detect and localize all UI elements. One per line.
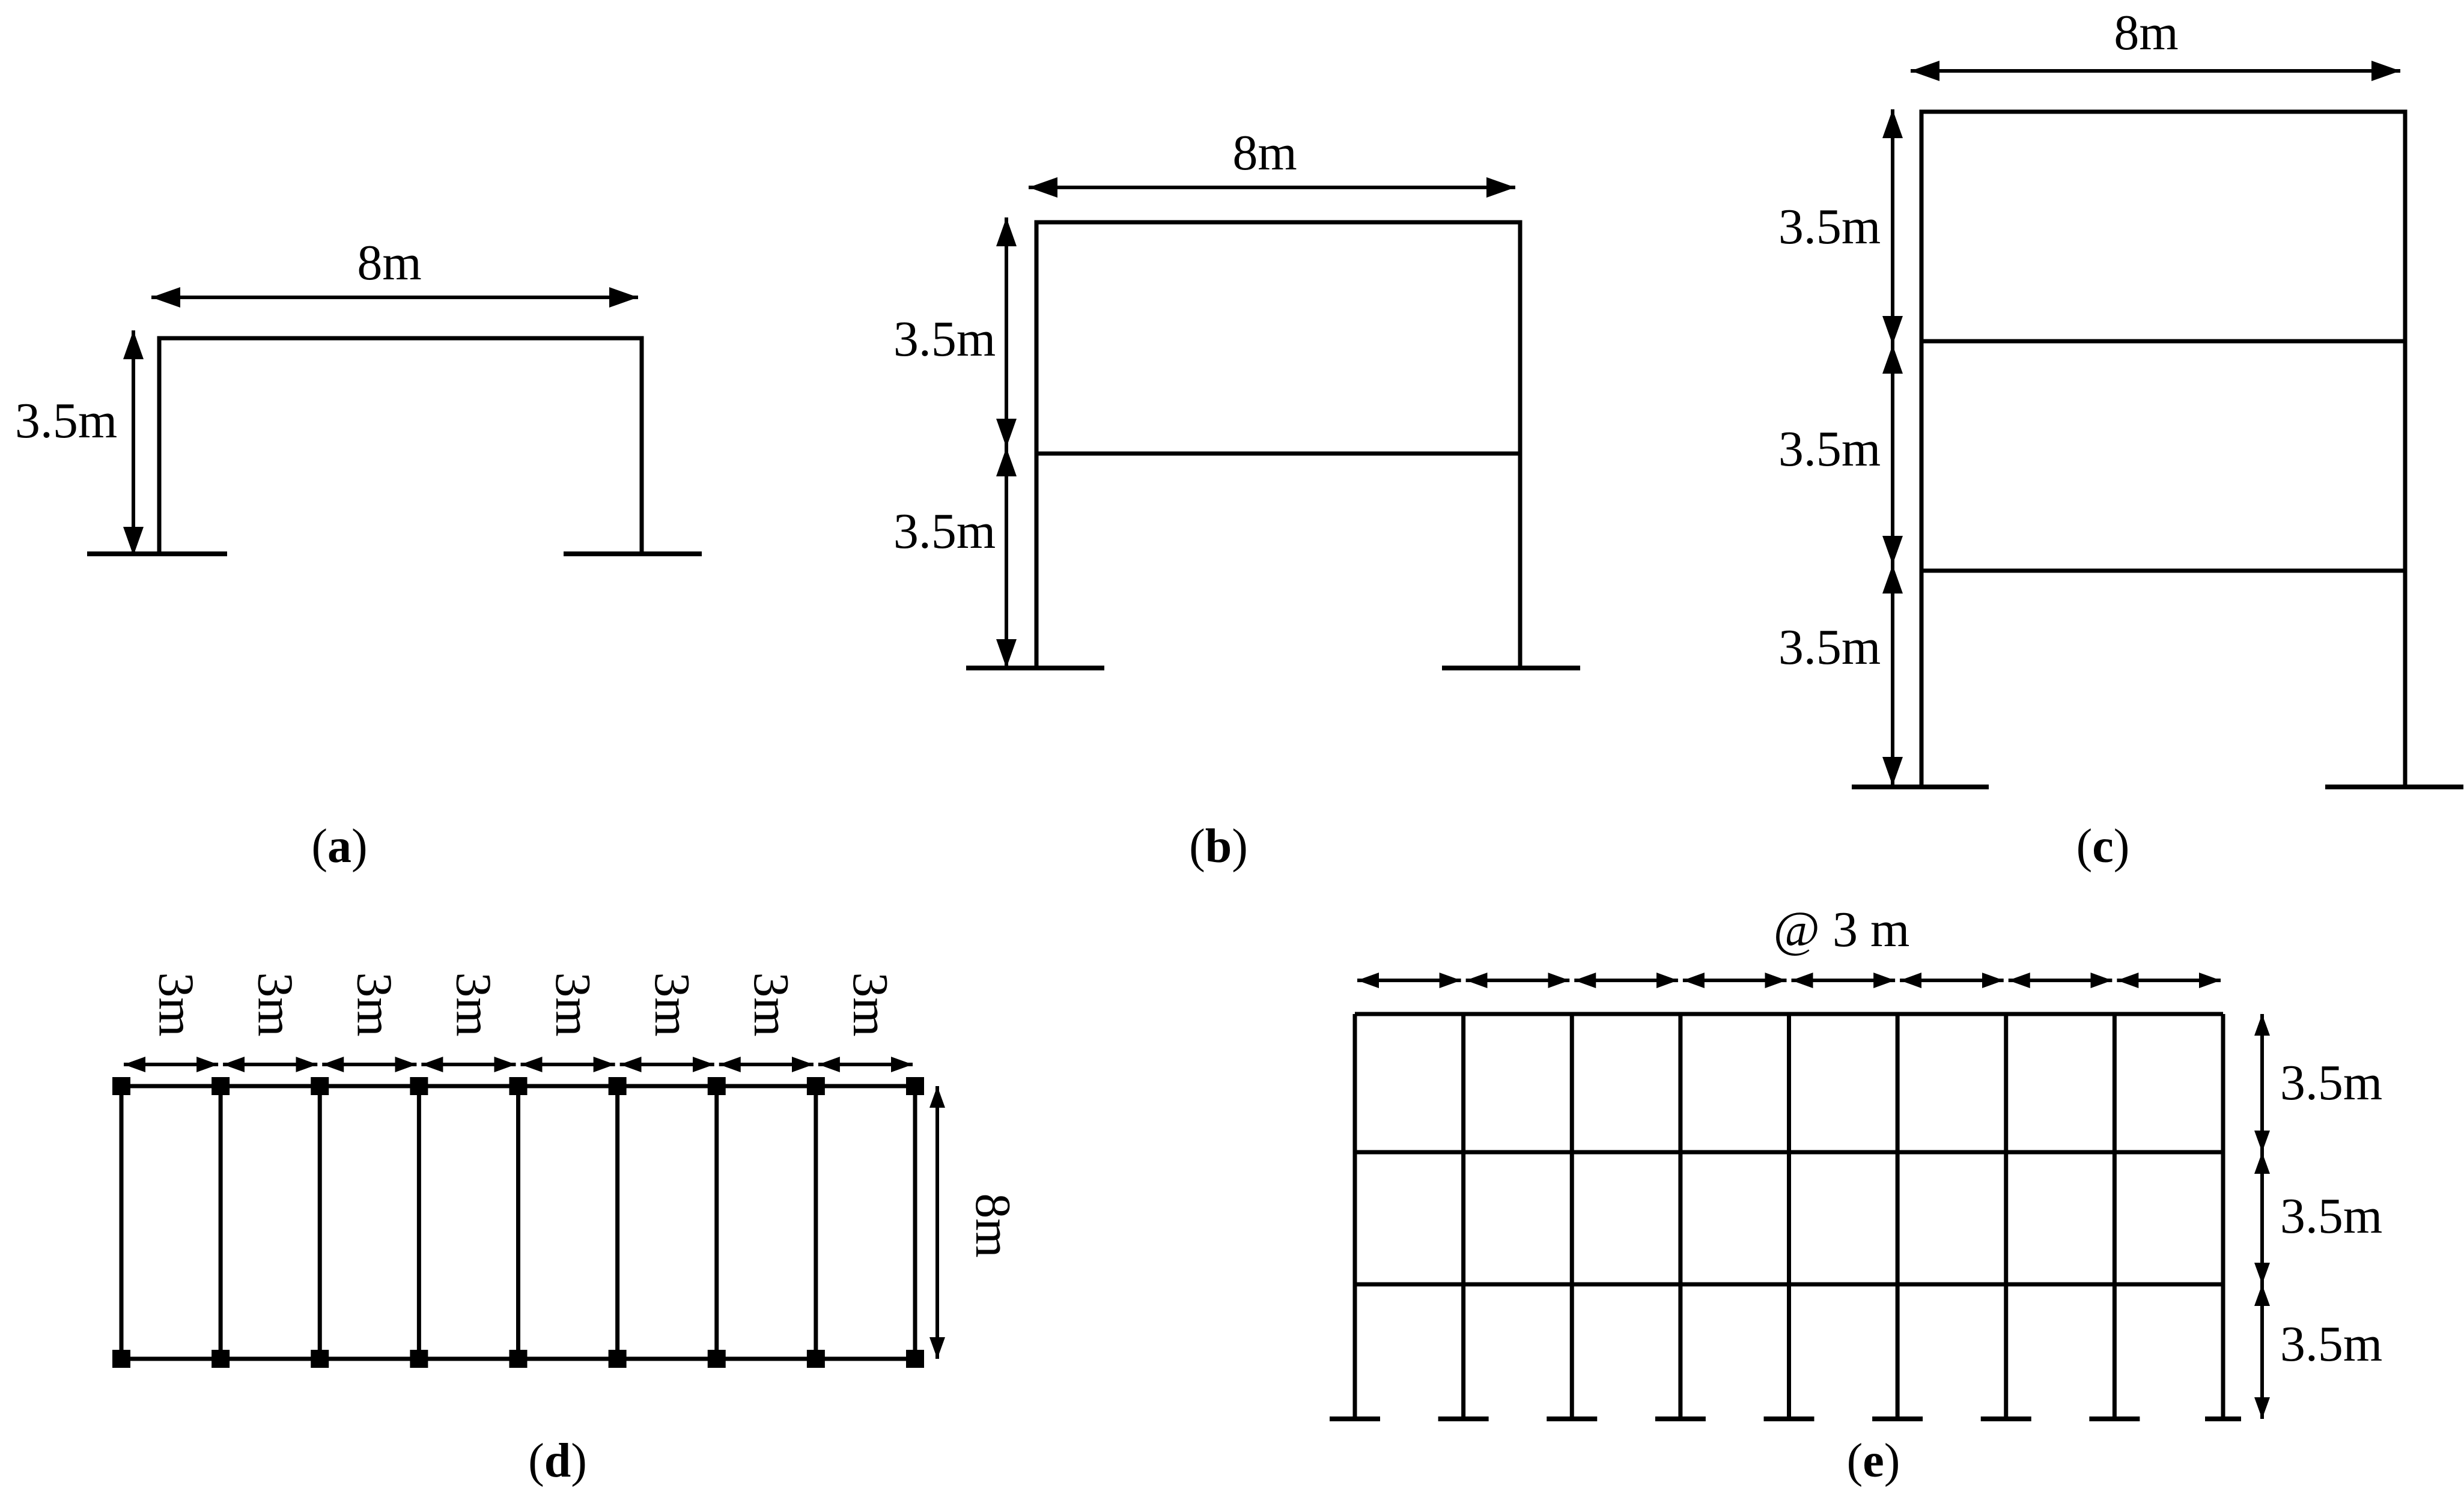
caption-b: (b) <box>1189 820 1248 873</box>
column-node <box>311 1077 329 1095</box>
span-label: 8m <box>1232 125 1297 181</box>
bay-label: 3m <box>842 972 898 1036</box>
storey-label: 3.5m <box>2280 1055 2382 1111</box>
storey-label: 3.5m <box>893 311 996 367</box>
column-node <box>112 1350 130 1368</box>
column-node <box>410 1077 428 1095</box>
storey-label: 3.5m <box>2280 1316 2382 1372</box>
bay-label: 3m <box>247 972 303 1036</box>
column-node <box>509 1077 528 1095</box>
storey-label: 3.5m <box>1778 619 1881 675</box>
panel-e: @ 3 m 3.5m 3.5m 3.5m (e) <box>1330 902 2382 1487</box>
column-node <box>211 1077 230 1095</box>
plan-grid-lines <box>119 1084 917 1361</box>
bay-label: 3m <box>743 972 799 1036</box>
column-node <box>608 1077 627 1095</box>
frame-a <box>87 336 702 556</box>
span-label: 8m <box>357 235 421 291</box>
panel-b: 8m 3.5m 3.5m (b) <box>893 125 1580 873</box>
column-node <box>906 1350 924 1368</box>
column-node <box>906 1077 924 1095</box>
frame-b <box>966 220 1580 670</box>
bay-label: 3m <box>446 972 502 1036</box>
column-node <box>707 1350 726 1368</box>
plan-bay-dimensions: 3m 3m 3m 3m 3m 3m 3m 3m <box>124 972 913 1072</box>
caption-d: (d) <box>528 1435 587 1487</box>
bay-spacing-label: @ 3 m <box>1774 902 1910 958</box>
storey-label: 3.5m <box>15 393 117 449</box>
panel-a: 8m 3.5m (a) <box>15 235 702 873</box>
bay-label: 3m <box>644 972 700 1036</box>
depth-label: 8m <box>965 1193 1021 1257</box>
panel-c: 8m 3.5m 3.5m 3.5m (c) <box>1778 5 2463 873</box>
frame-c <box>1852 109 2463 789</box>
column-node <box>112 1077 130 1095</box>
bay-label: 3m <box>545 972 601 1036</box>
column-node <box>211 1350 230 1368</box>
column-node <box>707 1077 726 1095</box>
elevation-frame <box>1330 1012 2241 1421</box>
span-label: 8m <box>2114 5 2178 61</box>
storey-label: 3.5m <box>2280 1188 2382 1244</box>
bay-label: 3m <box>148 972 204 1036</box>
storey-label: 3.5m <box>1778 421 1881 477</box>
plan-column-nodes <box>112 1077 924 1368</box>
storey-label: 3.5m <box>1778 199 1881 255</box>
column-node <box>509 1350 528 1368</box>
column-node <box>806 1350 825 1368</box>
storey-label: 3.5m <box>893 503 996 559</box>
bay-label: 3m <box>347 972 403 1036</box>
column-node <box>806 1077 825 1095</box>
panel-d: 3m 3m 3m 3m 3m 3m 3m 3m 8m (d) <box>112 972 1021 1487</box>
column-node <box>311 1350 329 1368</box>
caption-a: (a) <box>311 820 367 873</box>
column-node <box>410 1350 428 1368</box>
caption-e: (e) <box>1847 1435 1900 1487</box>
caption-c: (c) <box>2076 820 2130 873</box>
column-node <box>608 1350 627 1368</box>
